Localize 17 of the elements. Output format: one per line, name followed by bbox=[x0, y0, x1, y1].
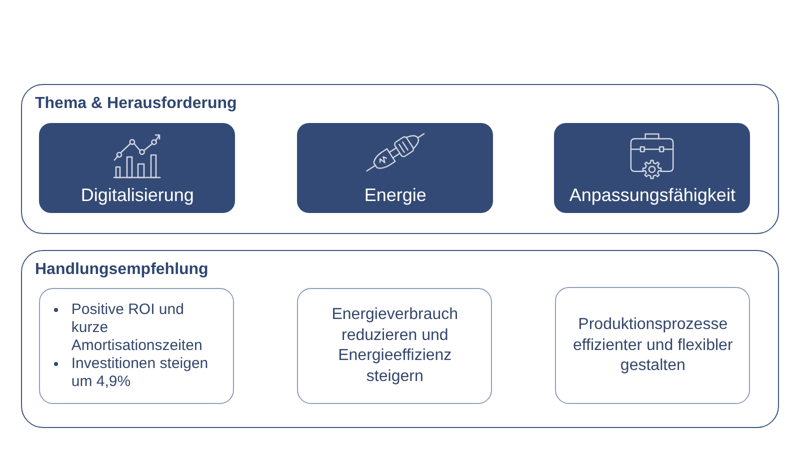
section-panel bbox=[21, 84, 779, 234]
card-label: Energie bbox=[363, 184, 428, 206]
section-heading: Handlungsempfehlung bbox=[35, 260, 208, 280]
topic-card bbox=[297, 123, 494, 214]
list-item-text: Investitionen steigen um 4,9% bbox=[71, 355, 210, 392]
recommendation-card bbox=[555, 287, 750, 404]
card-label: Digitalisierung bbox=[80, 184, 195, 206]
section-heading: Thema & Herausforderung bbox=[35, 94, 237, 114]
card-label: Anpassungsfähigkeit bbox=[568, 184, 736, 206]
topic-card bbox=[39, 123, 236, 214]
list-item-text: Positive ROI und kurze Amortisationszeiten bbox=[71, 301, 204, 356]
recommendation-text: Produktionsprozesse effizienter und flexibler gestalten bbox=[572, 315, 734, 376]
recommendation-card bbox=[39, 288, 234, 404]
recommendation-text: Energieverbrauch reduzieren und Energieeffizienz steigern bbox=[330, 305, 460, 387]
recommendation-card bbox=[297, 288, 492, 404]
section-panel bbox=[21, 250, 779, 428]
topic-card bbox=[554, 123, 750, 214]
